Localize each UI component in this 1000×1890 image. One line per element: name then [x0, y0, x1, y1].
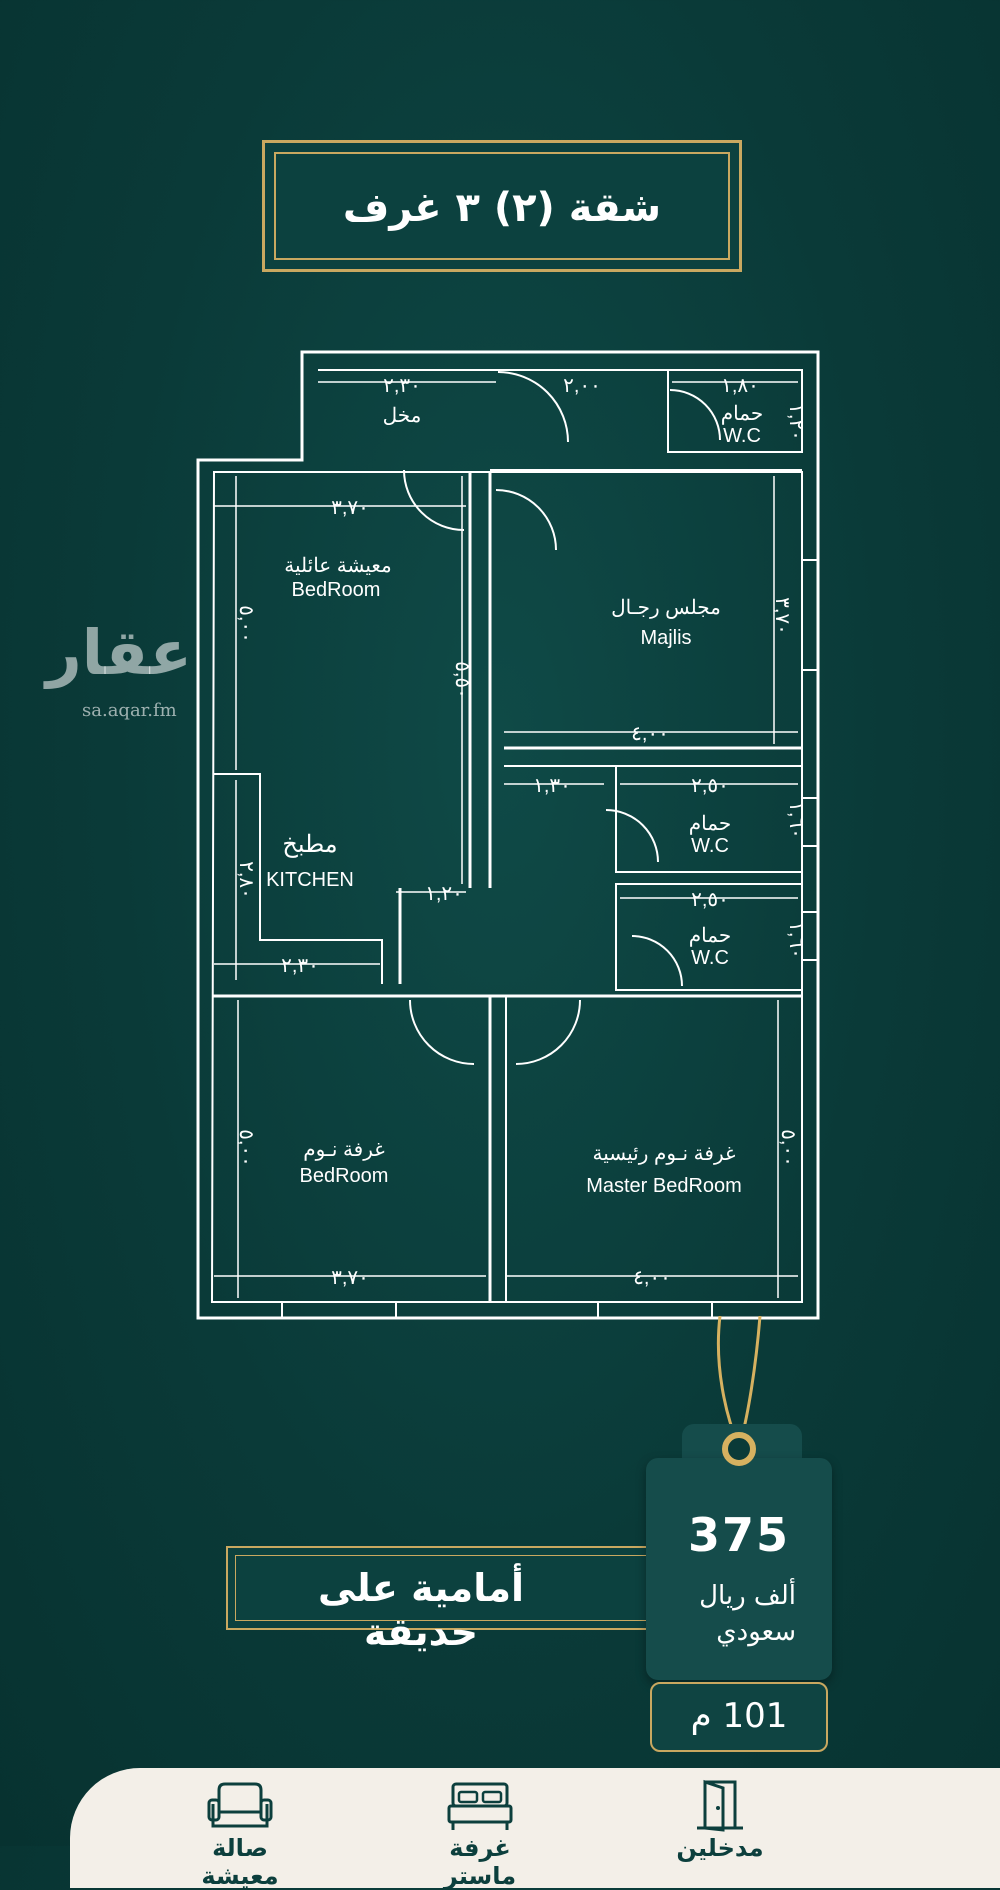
entrance-door: [497, 371, 569, 443]
outer-wall: [196, 350, 820, 1320]
dim-400-majlis: ٤,٠٠: [631, 723, 669, 745]
room-label-wc-low: حمام: [689, 925, 731, 947]
room-label-entrance: مخل: [383, 405, 422, 427]
title-frame: شقة (٢) ٣ غرف: [262, 140, 742, 272]
bed-door: [409, 999, 475, 1065]
dim-370-bed: ٣,٧٠: [331, 1267, 369, 1289]
room-label-master-en: Master BedRoom: [586, 1175, 742, 1197]
dim-200-top: ٢,٠٠: [563, 375, 601, 397]
tag-ring-icon: [722, 1432, 756, 1466]
window-wc2: [801, 911, 819, 961]
amenity-living: صالة معيشة: [170, 1778, 310, 1890]
dim-180: ١,٨٠: [721, 375, 759, 397]
floor-plan: مخل حمام W.C معيشة عائلية BedRoom مجلس ر…: [0, 0, 1000, 1846]
window-majlis: [801, 559, 819, 671]
wc-top-door: [669, 389, 721, 441]
price-tag: [646, 1458, 832, 1680]
bed-icon: [447, 1782, 513, 1830]
feature-text: أمامية على حديقة: [317, 1566, 525, 1654]
dim-230-kitchen: ٢,٣٠: [281, 955, 319, 977]
room-label-living-en: BedRoom: [292, 579, 381, 601]
feature-banner: أمامية على حديقة: [226, 1546, 676, 1654]
price-unit: ألف ريال سعودي: [646, 1578, 796, 1650]
area-text: 101 م: [690, 1696, 788, 1736]
price-unit-line2: سعودي: [716, 1617, 796, 1647]
room-label-majlis-en: Majlis: [640, 627, 691, 649]
amenity-entrances: مدخلين: [650, 1778, 790, 1862]
room-label-majlis-ar: مجلس رجـال: [611, 597, 721, 619]
kitchen-wall: [214, 773, 383, 984]
aqar-logo-watermark: عقار: [46, 616, 192, 689]
dim-400-master: ٤,٠٠: [633, 1267, 671, 1289]
wc-top-wall: [667, 369, 803, 453]
price-unit-line1: ألف ريال: [699, 1581, 796, 1611]
window-wc1: [801, 797, 819, 847]
room-label-master-ar: غرفة نـوم رئيسية: [593, 1143, 736, 1165]
room-label-wc-low-en: W.C: [691, 947, 729, 969]
living-door: [403, 469, 465, 531]
room-label-bedroom-en: BedRoom: [300, 1165, 389, 1187]
room-label-wc-top-en: W.C: [723, 425, 761, 447]
wc-low-door: [631, 935, 683, 987]
room-label-wc-mid: حمام: [689, 813, 731, 835]
dim-230-top: ٢,٣٠: [383, 375, 421, 397]
door-icon: [697, 1779, 743, 1832]
room-label-kitchen-en: KITCHEN: [266, 869, 354, 891]
room-label-wc-top: حمام: [721, 403, 763, 425]
dim-500-living: ٥,٠٠: [235, 605, 257, 643]
master-door: [515, 999, 581, 1065]
room-label-bedroom-ar: غرفة نـوم: [303, 1139, 384, 1161]
room-label-wc-mid-en: W.C: [691, 835, 729, 857]
dim-160-wc1: ١,٦٠: [785, 801, 807, 839]
amenity-label-entrances: مدخلين: [676, 1834, 764, 1862]
price-value: 375: [687, 1508, 791, 1562]
inner-wall: [210, 471, 803, 1303]
dim-500-master: ٥,٠٠: [777, 1129, 799, 1167]
dim-160-wc2: ١,٦٠: [785, 921, 807, 959]
area-badge: 101 م: [650, 1682, 828, 1752]
amenity-master: غرفة ماستر: [410, 1778, 550, 1890]
wc-mid-door: [605, 809, 659, 863]
dim-120-wc: ١,٢٠: [785, 403, 807, 441]
window-bed: [281, 1301, 397, 1319]
dim-280-kitchen: ٢,٨٠: [235, 861, 257, 899]
dim-550-corridor: ٥,٥٠: [451, 661, 473, 699]
amenities-bar: صالة معيشة غرفة ماستر مدخلين: [70, 1768, 1000, 1890]
amenity-label-master: غرفة ماستر: [443, 1834, 517, 1890]
dim-130: ١,٣٠: [533, 775, 571, 797]
dim-250-wc1: ٢,٥٠: [691, 775, 729, 797]
window-master: [597, 1301, 713, 1319]
sofa-icon: [207, 1782, 273, 1828]
room-label-kitchen-ar: مطبخ: [282, 831, 337, 858]
dim-250-wc2: ٢,٥٠: [691, 889, 729, 911]
watermark-url: sa.aqar.fm: [82, 700, 177, 721]
majlis-door: [495, 489, 557, 551]
page-title: شقة (٢) ٣ غرف: [342, 185, 662, 231]
dim-500-bed: ٥,٠٠: [235, 1129, 257, 1167]
amenity-label-living: صالة معيشة: [201, 1834, 279, 1890]
dim-370-living: ٣,٧٠: [331, 497, 369, 519]
dim-120-corr: ١,٢٠: [425, 883, 463, 905]
dim-370-majlis: ٣,٧٠: [771, 597, 793, 635]
room-label-living-ar: معيشة عائلية: [284, 555, 392, 577]
